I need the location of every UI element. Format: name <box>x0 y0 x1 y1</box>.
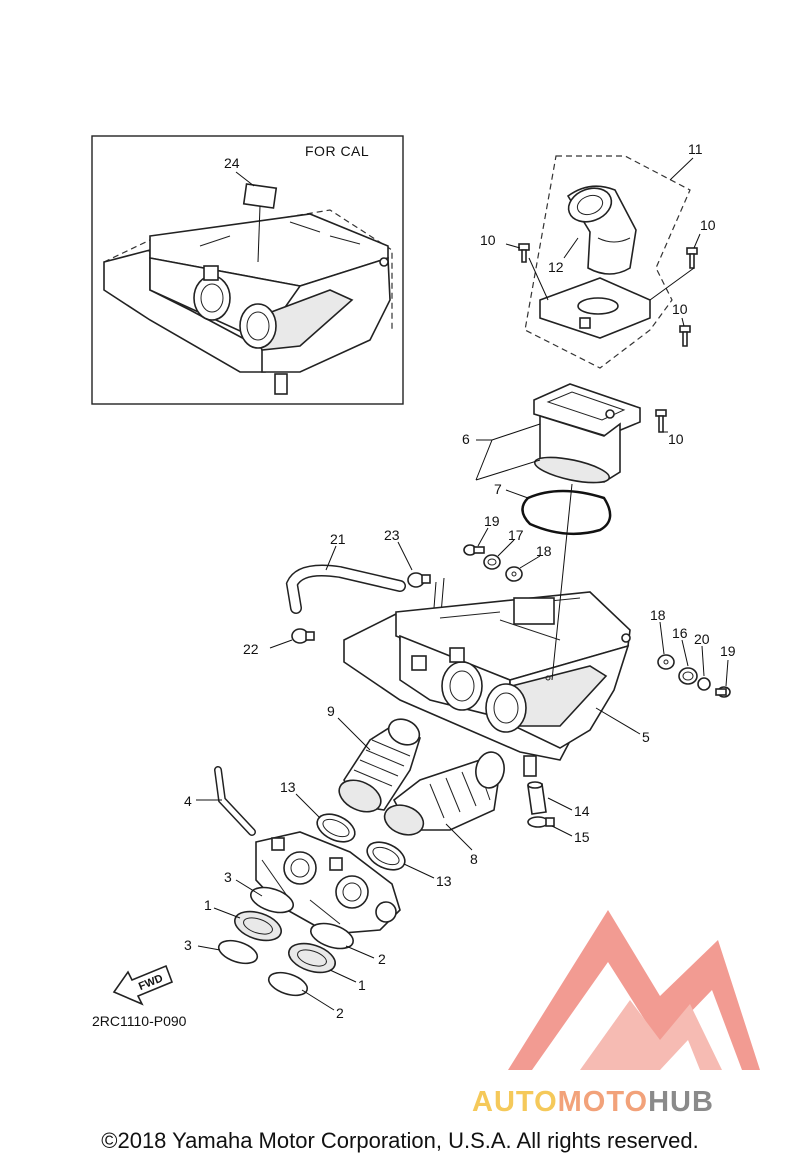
inset-label: FOR CAL <box>305 143 369 159</box>
callout-5: 5 <box>642 729 650 745</box>
callout-10-b: 10 <box>700 217 716 233</box>
watermark-hub: HUB <box>648 1086 714 1118</box>
callout-23: 23 <box>384 527 400 543</box>
callout-19-a: 19 <box>484 513 500 529</box>
part-7-gasket: 7 <box>494 481 612 536</box>
callout-15: 15 <box>574 829 590 845</box>
callout-13-b: 13 <box>436 873 452 889</box>
callout-1-a: 1 <box>204 897 212 913</box>
callout-2-b: 2 <box>336 1005 344 1021</box>
callout-20: 20 <box>694 631 710 647</box>
part-5-airbox: 5 <box>343 591 650 777</box>
callout-7: 7 <box>494 481 502 497</box>
callout-6: 6 <box>462 431 470 447</box>
callout-1-b: 1 <box>358 977 366 993</box>
watermark-text: AUTOMOTOHUB <box>472 1086 714 1119</box>
inset-for-cal: FOR CAL 24 <box>91 135 404 405</box>
callout-10-d: 10 <box>668 431 684 447</box>
callout-10-c: 10 <box>672 301 688 317</box>
callout-16: 16 <box>672 625 688 641</box>
callout-18-a: 18 <box>536 543 552 559</box>
callout-17: 17 <box>508 527 524 543</box>
callout-14: 14 <box>574 803 590 819</box>
callout-18-b: 18 <box>650 607 666 623</box>
callout-8: 8 <box>470 851 478 867</box>
callout-3-b: 3 <box>184 937 192 953</box>
part-9-joint: 9 <box>327 703 421 813</box>
part-6-funnel: 10 6 <box>462 383 684 484</box>
part-13-clamps: 13 13 <box>280 779 452 889</box>
callout-11: 11 <box>688 141 703 157</box>
callout-10-a: 10 <box>480 232 496 248</box>
part-4-hose: 4 <box>184 766 256 836</box>
callout-4: 4 <box>184 793 192 809</box>
assembly-line <box>551 483 573 681</box>
part-8-joint: 8 <box>383 751 505 867</box>
fwd-arrow: FWD <box>112 964 174 1006</box>
part-14-15: 14 15 <box>527 781 590 845</box>
part-group-11: 11 12 10 10 10 <box>480 141 716 369</box>
watermark-logo <box>508 910 760 1070</box>
drawing-code: 2RC1110-P090 <box>92 1013 187 1029</box>
callout-13-a: 13 <box>280 779 296 795</box>
callout-12: 12 <box>548 259 564 275</box>
hardware-16-20: 18 16 20 19 <box>650 607 736 698</box>
callout-22: 22 <box>243 641 259 657</box>
copyright-footer: ©2018 Yamaha Motor Corporation, U.S.A. A… <box>101 1128 699 1153</box>
parts-1-2-3: 3 1 3 2 1 2 <box>184 869 386 1021</box>
hardware-17-18-19: 19 17 18 <box>463 513 552 582</box>
callout-2-a: 2 <box>378 951 386 967</box>
callout-21: 21 <box>330 531 346 547</box>
watermark-moto: MOTO <box>557 1086 649 1118</box>
callout-24: 24 <box>224 155 240 171</box>
watermark-auto: AUTO <box>472 1086 558 1118</box>
callout-3-a: 3 <box>224 869 232 885</box>
callout-19-b: 19 <box>720 643 736 659</box>
callout-9: 9 <box>327 703 335 719</box>
